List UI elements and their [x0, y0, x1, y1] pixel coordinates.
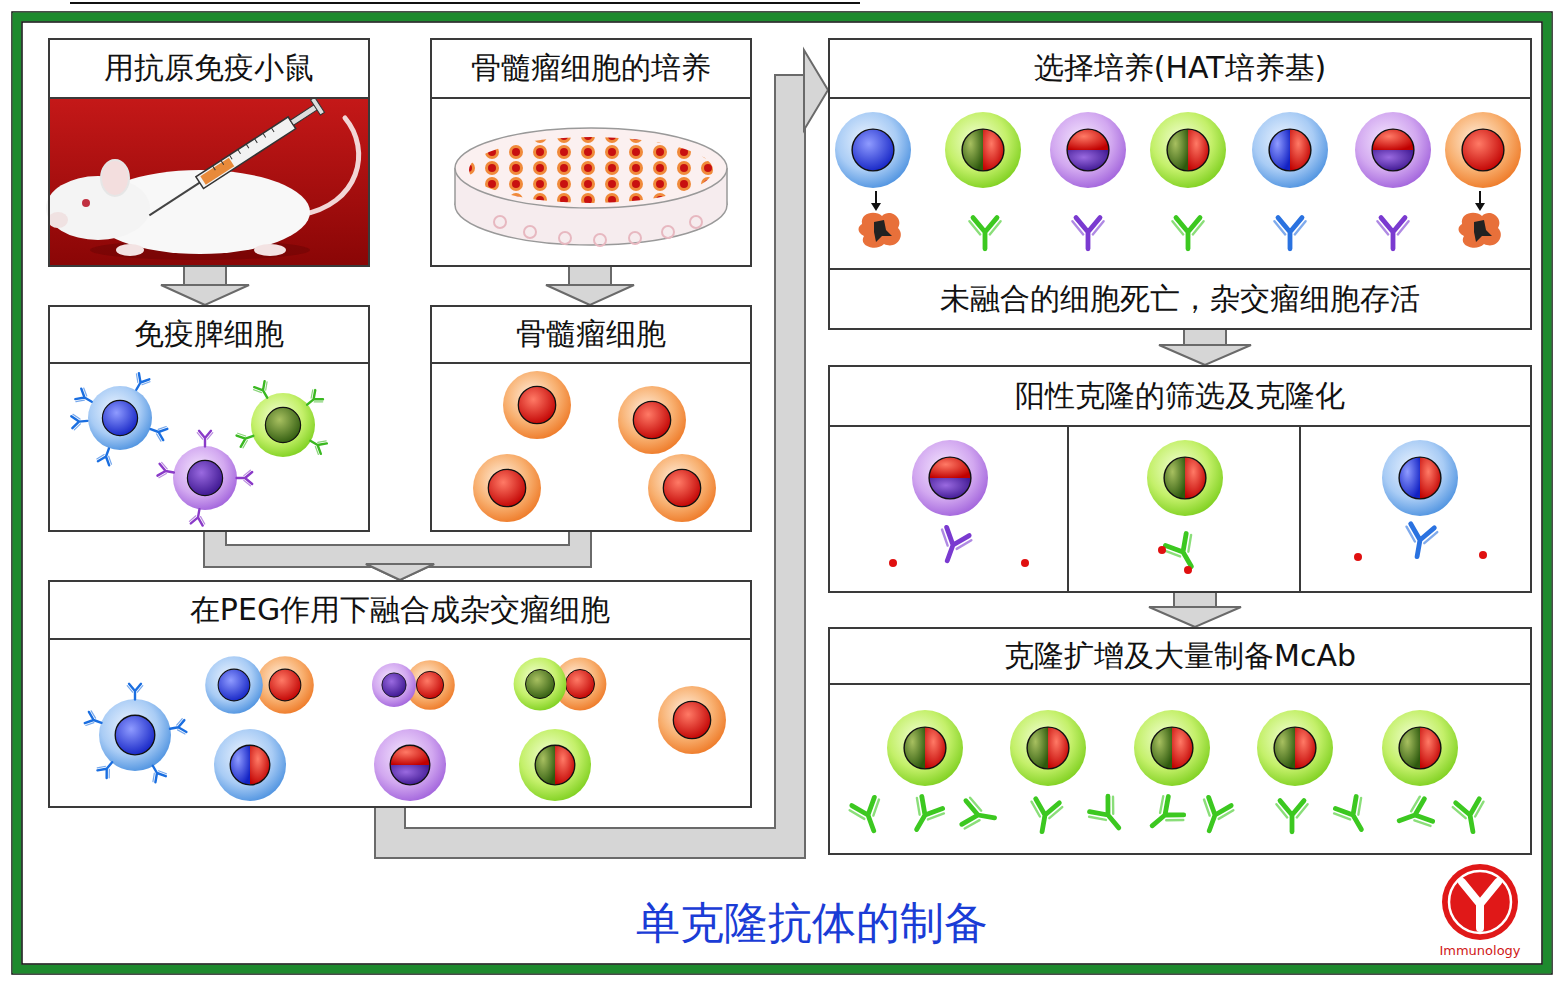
frame: [12, 3, 1552, 974]
panel-header: 克隆扩增及大量制备McAb: [830, 629, 1530, 685]
positive-clones: [889, 425, 1487, 593]
process-panel: 用抗原免疫小鼠: [48, 38, 370, 267]
panel-title: 免疫脾细胞: [134, 317, 284, 352]
block-arrow-outline: [568, 267, 612, 285]
block-arrow-outline: [400, 532, 580, 564]
panel-title: 用抗原免疫小鼠: [104, 51, 314, 86]
block-arrow-head: [804, 50, 828, 130]
panel-footer: 未融合的细胞死亡，杂交瘤细胞存活: [830, 268, 1530, 328]
fusion-cells: [84, 656, 726, 801]
block-arrow-outline: [390, 90, 804, 843]
process-panel: 阳性克隆的筛选及克隆化: [828, 365, 1532, 593]
block-arrow-outline: [1183, 330, 1227, 345]
panel-title: 未融合的细胞死亡，杂交瘤细胞存活: [940, 282, 1420, 317]
spleen-cells: [71, 372, 328, 525]
block-arrow: [215, 532, 400, 564]
block-arrow-head: [1149, 607, 1241, 627]
connector-fills: [205, 90, 1205, 843]
block-arrow: [570, 267, 610, 285]
connector-outlines: [205, 90, 1205, 843]
process-panel: 骨髓瘤细胞: [430, 305, 752, 532]
process-panel: 在PEG作用下融合成杂交瘤细胞: [48, 580, 752, 808]
panel-title: 克隆扩增及大量制备McAb: [1004, 639, 1356, 674]
panel-title: 骨髓瘤细胞的培养: [471, 51, 711, 86]
panel-title: 在PEG作用下融合成杂交瘤细胞: [190, 593, 610, 628]
panel-header: 在PEG作用下融合成杂交瘤细胞: [50, 582, 750, 640]
panel-header: 骨髓瘤细胞: [432, 307, 750, 364]
block-arrow: [400, 532, 580, 564]
clone-expansion: [848, 710, 1488, 838]
block-arrow-head: [1159, 345, 1251, 365]
block-arrow-head: [366, 564, 434, 580]
process-panel: 免疫脾细胞: [48, 305, 370, 532]
logo: [1442, 864, 1518, 940]
hat-selection: [835, 112, 1521, 249]
process-panel: 选择培养(HAT培养基) 未融合的细胞死亡，杂交瘤细胞存活: [828, 38, 1532, 330]
petri-dish: [455, 128, 727, 246]
panel-header: 骨髓瘤细胞的培养: [432, 40, 750, 99]
block-arrow: [1175, 593, 1215, 607]
block-arrow-head: [546, 285, 634, 305]
block-arrow-head: [161, 285, 249, 305]
diagram-title: 单克隆抗体的制备: [412, 894, 1212, 953]
block-arrow-outline: [1173, 593, 1217, 607]
panel-title: 阳性克隆的筛选及克隆化: [1015, 379, 1345, 414]
block-arrow-head: [366, 564, 434, 580]
panel-header: 免疫脾细胞: [50, 307, 368, 364]
panel-header: 选择培养(HAT培养基): [830, 40, 1530, 99]
block-arrow: [390, 90, 804, 843]
panel-title: 选择培养(HAT培养基): [1034, 51, 1327, 86]
logo-label: Immunology: [1420, 943, 1540, 958]
panel-title: 骨髓瘤细胞: [516, 317, 666, 352]
panel-header: 阳性克隆的筛选及克隆化: [830, 367, 1530, 427]
myeloma-cells: [473, 371, 716, 522]
process-panel: 克隆扩增及大量制备McAb: [828, 627, 1532, 855]
block-arrow-outline: [215, 532, 400, 564]
block-arrow-outline: [183, 267, 227, 285]
block-arrow: [1185, 330, 1225, 345]
mouse-picture: [46, 97, 368, 265]
process-panel: 骨髓瘤细胞的培养: [430, 38, 752, 267]
block-arrow: [185, 267, 225, 285]
panel-header: 用抗原免疫小鼠: [50, 40, 368, 99]
